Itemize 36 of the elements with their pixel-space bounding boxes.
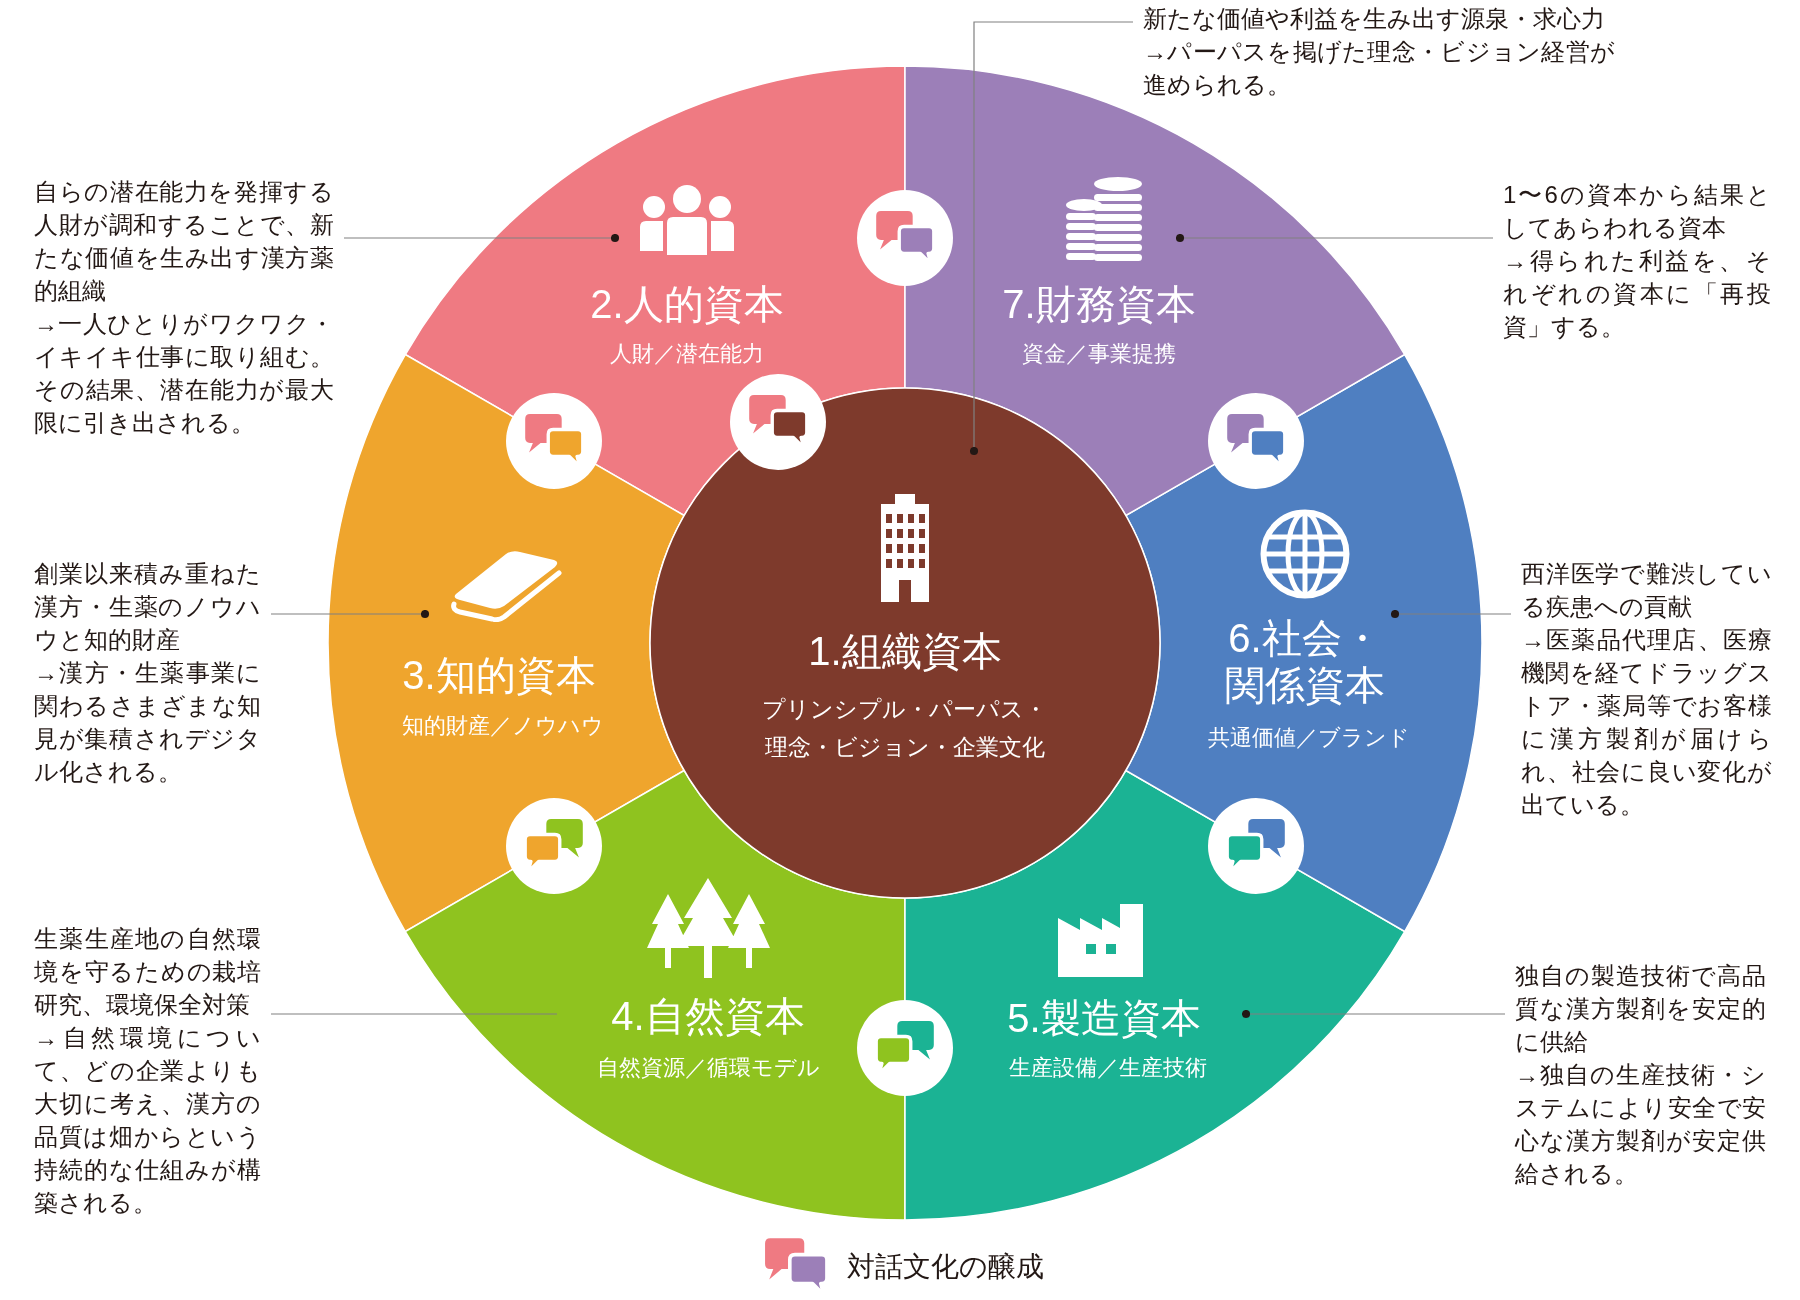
segment-title: 6.社会・関係資本 — [1224, 615, 1386, 709]
note-text: →一人ひとりがワクワク・イキイキ仕事に取り組む。その結果、潜在能力が最大限に引き出される。 — [34, 309, 334, 438]
note-text: 新たな価値や利益を生み出す源泉・求心力 — [1143, 4, 1606, 34]
segment-subtitle: 自然資源／循環モデル — [596, 1054, 820, 1082]
segment-title: 5.製造資本 — [1007, 994, 1201, 1042]
segment-title: 1.組織資本 — [808, 627, 1002, 675]
leader-line — [270, 609, 430, 619]
segment-subtitle: 資金／事業提携 — [1022, 340, 1176, 368]
leader-line — [1175, 233, 1494, 243]
leader-line — [270, 1013, 558, 1015]
segment-subtitle: 知的財産／ノウハウ — [402, 712, 604, 740]
segment-title: 4.自然資本 — [611, 992, 805, 1040]
leader-line — [1241, 1009, 1506, 1019]
leader-line — [969, 21, 1134, 456]
note-text: 独自の製造技術で高品質な漢方製剤を安定的に供給 — [1515, 961, 1766, 1057]
note-text: →パーパスを掲げた理念・ビジョン経営が進められる。 — [1143, 37, 1615, 100]
segment-subtitle: 生産設備／生産技術 — [1009, 1054, 1207, 1082]
note-text: →得られた利益を、それぞれの資本に「再投資」する。 — [1503, 246, 1771, 342]
note-text: 創業以来積み重ねた漢方・生薬のノウハウと知的財産 — [34, 559, 261, 655]
note-text: 自らの潜在能力を発揮する人財が調和することで、新たな価値を生み出す漢方薬的組織 — [34, 177, 334, 306]
note-text: →医薬品代理店、医療機関を経てドラッグストア・薬局等でお客様に漢方製剤が届けられ、社会に良い変化が出ている。 — [1521, 625, 1772, 820]
note-text: 西洋医学で難渋している疾患への貢献 — [1521, 559, 1772, 622]
legend-label: 対話文化の醸成 — [847, 1250, 1044, 1284]
leader-line — [1390, 609, 1512, 619]
note-text: →独自の生産技術・システムにより安全で安心な漢方製剤が安定供給される。 — [1515, 1060, 1766, 1189]
leader-line — [343, 233, 620, 243]
segment-title: 3.知的資本 — [402, 651, 596, 699]
segment-title: 7.財務資本 — [1002, 280, 1196, 328]
segment-subtitle: 人財／潜在能力 — [610, 340, 764, 368]
note-text: →漢方・生薬事業に関わるさまざまな知見が集積されデジタル化される。 — [34, 658, 261, 787]
note-text: →自然環境について、どの企業よりも大切に考え、漢方の品質は畑からという持続的な仕組みが構築される。 — [34, 1023, 261, 1218]
segment-subtitle: プリンシプル・パーパス・理念・ビジョン・企業文化 — [761, 695, 1049, 762]
segment-title: 2.人的資本 — [590, 280, 784, 328]
note-text: 1〜6の資本から結果としてあらわれる資本 — [1503, 180, 1771, 243]
segment-subtitle: 共通価値／ブランド — [1208, 724, 1410, 752]
note-text: 生薬生産地の自然環境を守るための栽培研究、環境保全対策 — [34, 924, 261, 1020]
